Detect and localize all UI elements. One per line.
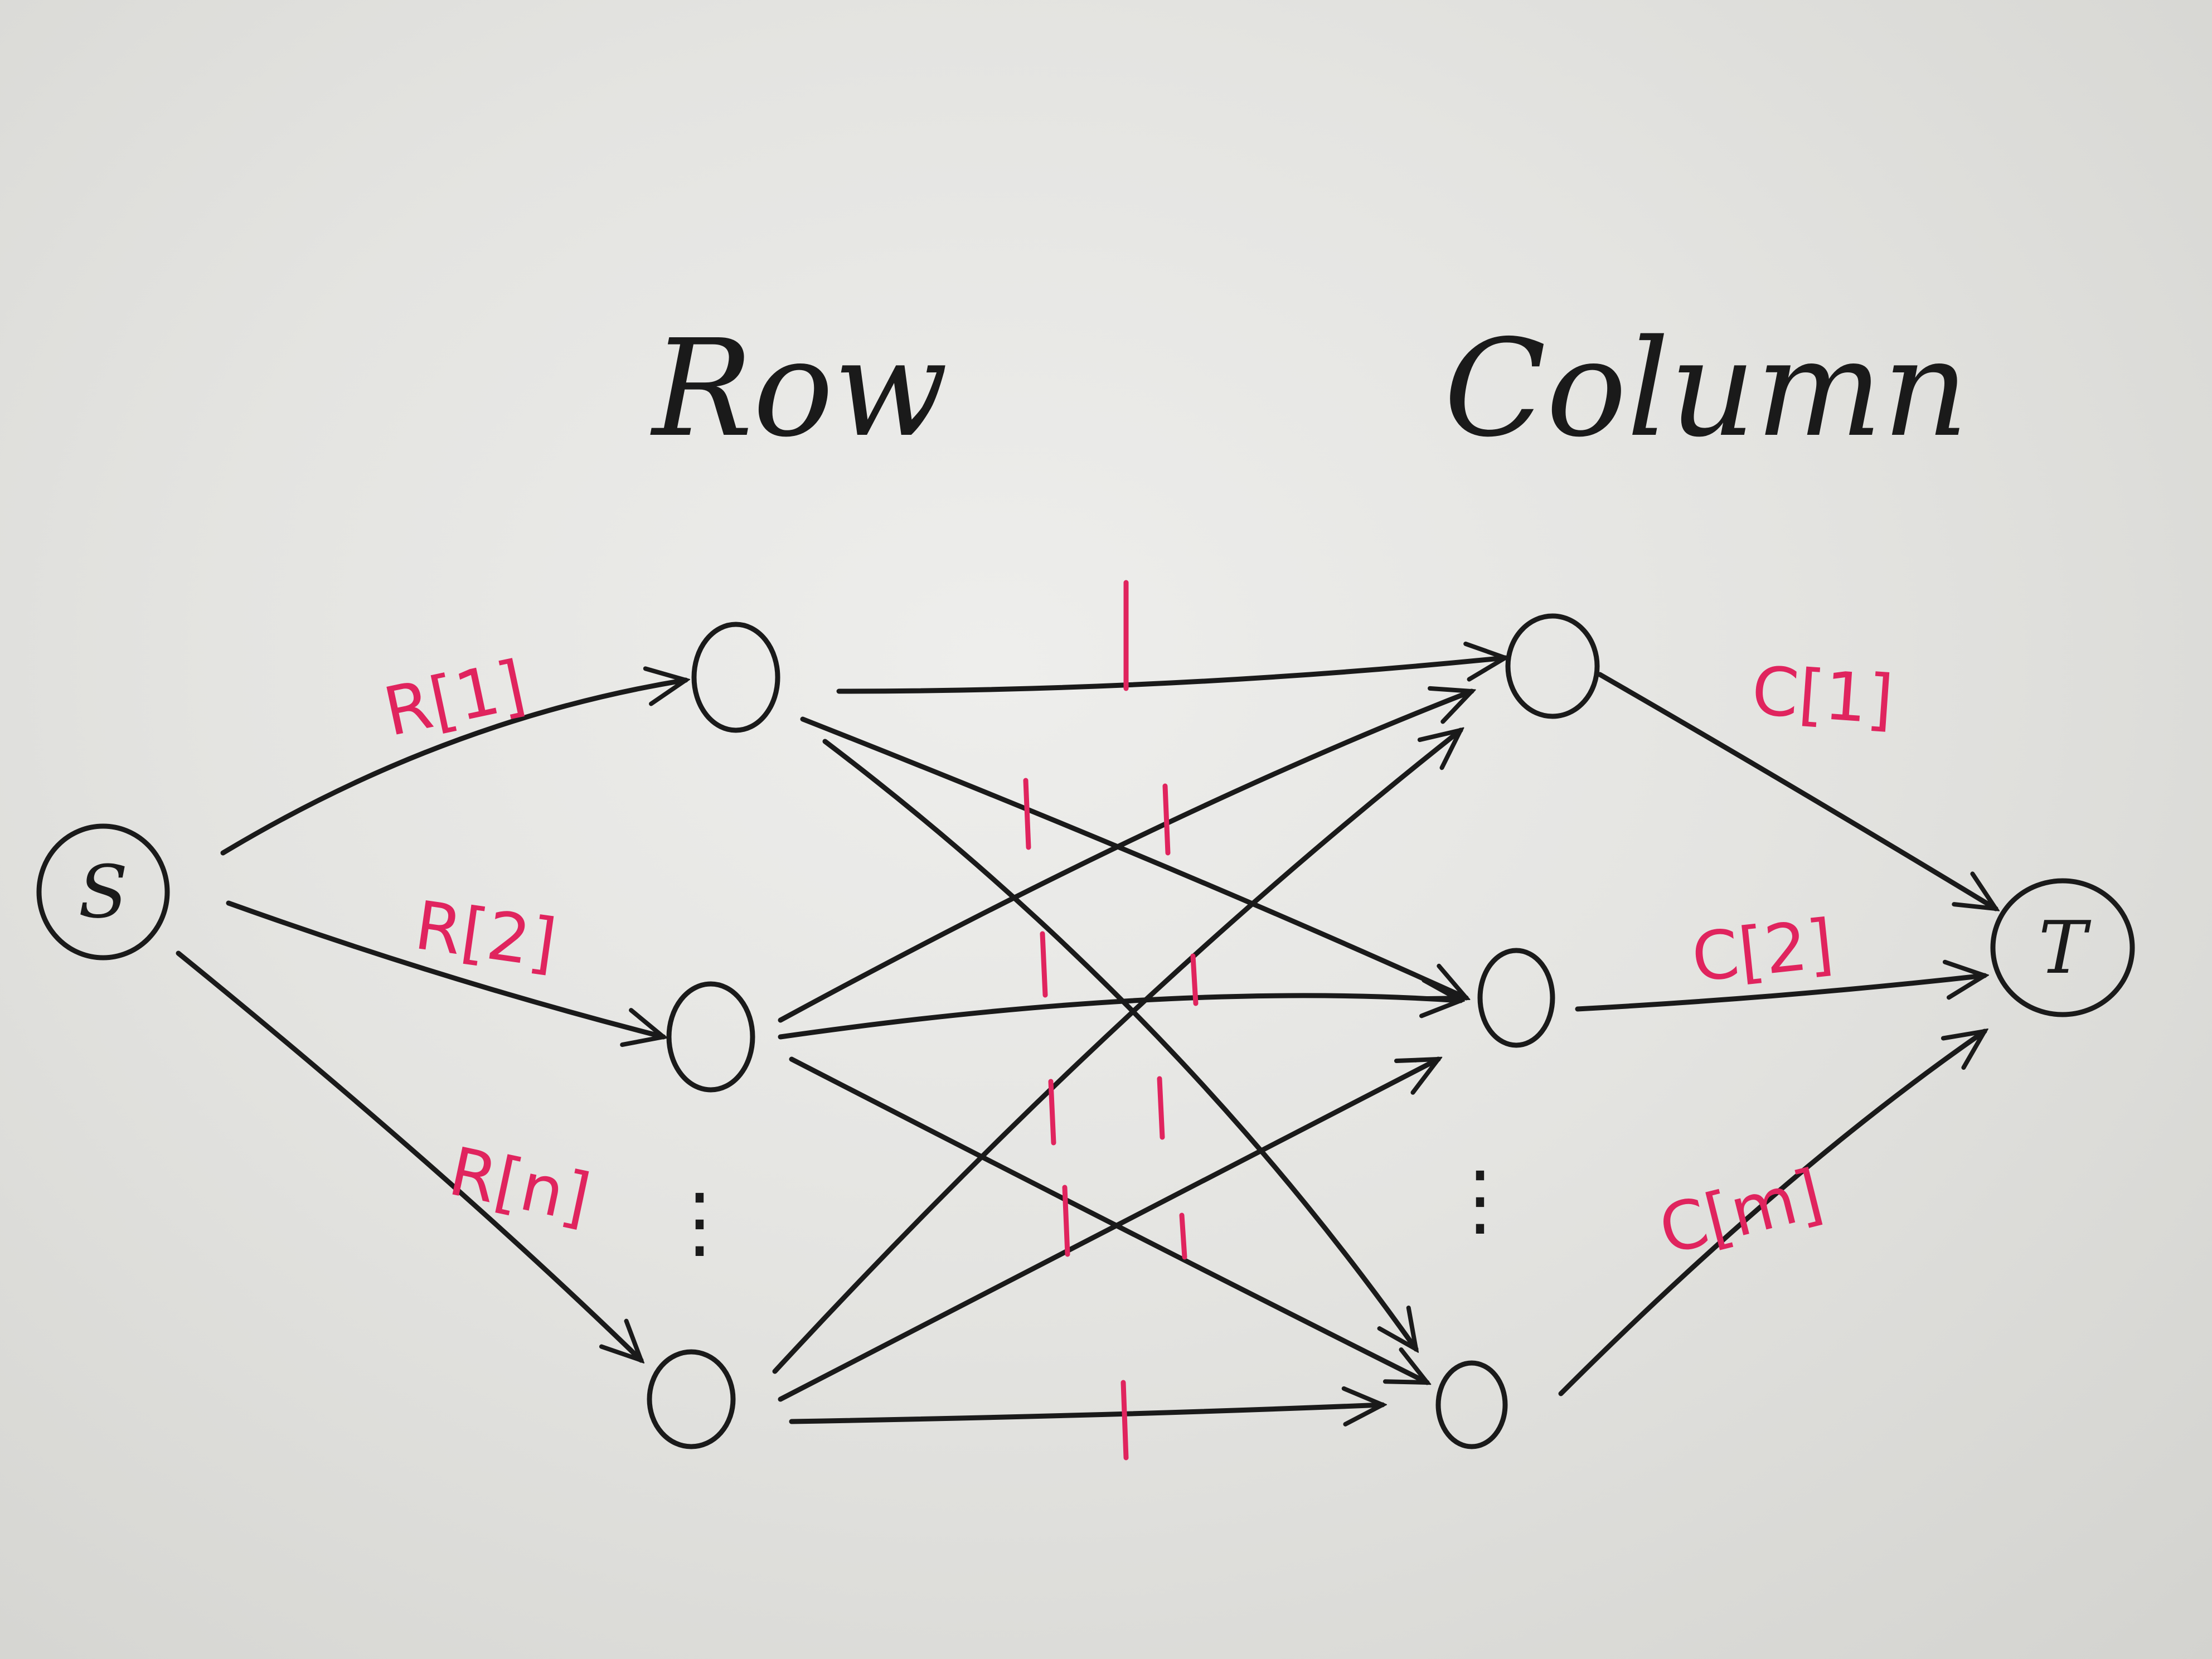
source-node-label: S — [78, 850, 128, 934]
row-ellipsis: ⋮ — [661, 1177, 739, 1268]
edge-rn-c2 — [778, 1056, 1438, 1402]
capacity-tick-6 — [1157, 1076, 1165, 1140]
sink-edge-label-m: C[m] — [1652, 1155, 1830, 1270]
edge-r1-cm — [822, 739, 1416, 1349]
column-ellipsis: ⋮ — [1441, 1154, 1519, 1245]
sink-node-label: T — [2039, 905, 2092, 990]
capacity-tick-rn-cm — [1120, 1380, 1129, 1461]
capacity-tick-5 — [1048, 1079, 1056, 1146]
capacity-tick-8 — [1179, 1212, 1187, 1260]
row-node-n — [647, 1349, 736, 1449]
edge-r1-c1 — [836, 658, 1505, 694]
capacity-tick-3 — [1040, 931, 1048, 998]
sink-edge-label-2: C[2] — [1689, 905, 1837, 997]
column-node-1 — [1505, 613, 1600, 719]
capacity-tick-7 — [1062, 1185, 1070, 1257]
edge-r2-c2 — [778, 996, 1461, 1040]
source-edge-label-1: R[1] — [377, 647, 532, 752]
capacity-tick-2 — [1162, 783, 1171, 856]
column-node-2 — [1477, 948, 1555, 1048]
column-node-m — [1435, 1360, 1508, 1449]
sink-edge-label-1: C[1] — [1749, 652, 1896, 739]
source-edge-label-n: R[n] — [443, 1133, 596, 1238]
edge-r2-cm — [789, 1056, 1427, 1385]
edge-r2-c1 — [778, 691, 1472, 1023]
source-node — [36, 823, 170, 961]
column-heading: Column — [1444, 311, 1969, 467]
row-heading: Row — [650, 311, 948, 467]
row-node-2 — [666, 981, 755, 1093]
capacity-tick-4 — [1190, 953, 1199, 1006]
edge-s-row-2 — [226, 900, 663, 1037]
edge-rn-cm — [789, 1405, 1382, 1422]
edge-c1-t — [1597, 672, 1996, 909]
edge-c2-t — [1575, 976, 1985, 1012]
capacity-tick-1 — [1023, 778, 1031, 850]
edge-r1-c2 — [800, 716, 1466, 998]
sink-node — [1990, 878, 2135, 1017]
edge-cm-t — [1558, 1031, 1985, 1396]
row-node-1 — [691, 622, 780, 733]
edge-rn-c1 — [772, 730, 1461, 1374]
edge-s-row-n — [176, 950, 641, 1360]
edge-s-row-1 — [220, 680, 686, 856]
